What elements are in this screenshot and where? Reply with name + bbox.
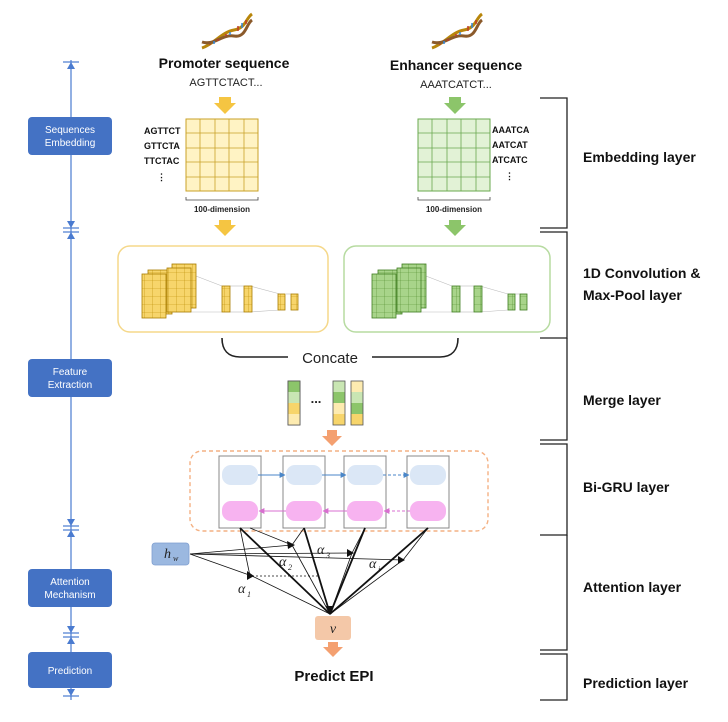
merged-feature-vector [287,380,301,426]
enhancer-embedding-matrix [417,118,491,192]
stage-box-prediction: Prediction [28,652,112,688]
enhancer-arrow-icon [444,220,466,236]
attention-lines [189,527,429,615]
promoter-kmer: ⋮ [157,172,166,182]
merge-ellipsis: ... [311,391,322,406]
layer-label-attention: Attention layer [583,579,682,595]
promoter-kmer: TTCTAC [144,156,180,166]
stage-label-line: Mechanism [44,590,95,601]
alpha-subscript: 2 [288,563,292,572]
context-subscript: w [173,554,179,563]
dna-icon [201,12,254,50]
enhancer-kmer: AATCAT [492,140,528,150]
attention-junctions [247,541,405,615]
attention-weight-label: α 3 [317,543,330,560]
stage-box-attention: Attention Mechanism [28,569,112,607]
enhancer-arrow-icon [444,97,466,114]
layer-label-bigru: Bi-GRU layer [583,479,670,495]
alpha-symbol: α [317,543,325,558]
attention-weight-label: α 1 [238,582,251,599]
alpha-subscript: 1 [247,590,251,599]
gru-forward-cells [222,465,446,485]
bigru-block [189,450,489,532]
promoter-arrow-icon [214,220,236,236]
stage-label-line: Sequences [45,125,95,136]
predict-epi-label: Predict EPI [294,668,373,685]
merge-to-gru-arrow-icon [322,430,342,446]
promoter-conv-block [117,245,329,333]
gru-backward-cells [222,501,446,521]
enhancer-title: Enhancer sequence [390,57,522,73]
promoter-sequence: AGTTCTACT... [189,77,262,89]
layer-brackets [540,97,568,701]
stage-label-line: Extraction [48,380,92,391]
promoter-embedding-matrix [185,118,259,192]
layer-label-prediction: Prediction layer [583,675,689,691]
promoter-kmer: AGTTCT [144,126,181,136]
stage-box-embedding: Sequences Embedding [28,117,112,155]
layer-label-embedding: Embedding layer [583,149,696,165]
layer-label-merge: Merge layer [583,392,661,408]
merge-vectors: ... [287,380,364,426]
concate-label: Concate [302,350,358,367]
alpha-subscript: i [378,565,380,574]
enhancer-kmer: AAATCA [492,125,530,135]
stage-box-feature-extraction: Feature Extraction [28,359,112,397]
alpha-subscript: 3 [325,551,330,560]
promoter-arrow-icon [214,97,236,114]
attention-output-node: v [315,616,351,640]
layer-label-conv: Max-Pool layer [583,287,682,303]
alpha-symbol: α [369,557,377,572]
attention-weight-label: α 2 [279,555,292,572]
concate-brace [221,337,459,358]
promoter-dimension-label: 100-dimension [194,205,250,214]
output-symbol: v [330,622,337,637]
dimension-brace [185,197,259,201]
enhancer-kmer: ⋮ [505,171,514,181]
dna-icon [431,12,484,50]
dimension-brace [417,197,491,201]
stage-label-line: Attention [50,577,89,588]
alpha-symbol: α [238,582,246,597]
layer-label-conv: 1D Convolution & [583,265,700,281]
promoter-kmer: GTTCTA [144,141,180,151]
alpha-symbol: α [279,555,287,570]
enhancer-sequence: AAATCATCT... [420,79,492,91]
output-arrow-icon [323,642,343,657]
promoter-title: Promoter sequence [159,55,290,71]
enhancer-conv-block [343,245,551,333]
merged-feature-vector [332,380,346,426]
stage-label-line: Feature [53,367,88,378]
merged-feature-vector [350,380,364,426]
enhancer-dimension-label: 100-dimension [426,205,482,214]
stage-label-line: Embedding [45,138,96,149]
attention-weight-label: α i [369,557,380,574]
context-symbol: h [164,547,171,562]
context-vector-node: h w [151,542,190,566]
enhancer-kmer: ATCATC [492,155,528,165]
stage-label-line: Prediction [48,666,92,677]
